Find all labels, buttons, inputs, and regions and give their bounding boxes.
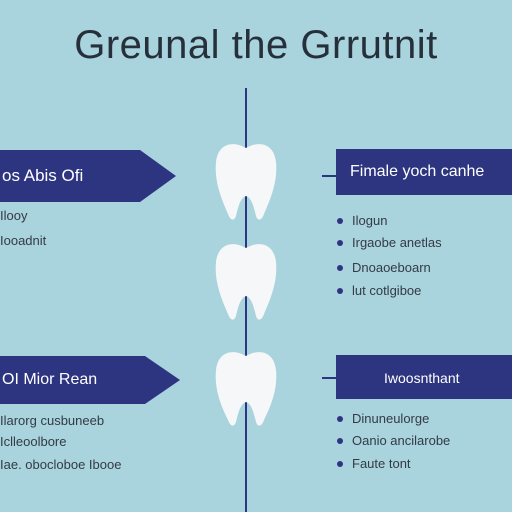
right-top-arrow bbox=[336, 149, 512, 195]
right-bottom-label: Iwoosnthant bbox=[384, 370, 460, 386]
list-item: Dinuneulorge bbox=[352, 411, 430, 426]
list-item: Iclleoolbore bbox=[0, 434, 67, 449]
bullet-marker bbox=[337, 461, 343, 467]
right-top-label: Fimale yoch canhe bbox=[350, 163, 485, 180]
list-item: Iooadnit bbox=[0, 233, 47, 248]
right-bottom-list: Dinuneulorge Oanio ancilarobe Faute tont bbox=[352, 411, 512, 471]
tooth-icon bbox=[215, 244, 277, 320]
bullet-marker bbox=[337, 218, 343, 224]
left-top-list: Ilooy Iooadnit bbox=[0, 206, 200, 256]
list-item: Oanio ancilarobe bbox=[352, 433, 451, 448]
left-top-arrow bbox=[0, 150, 176, 202]
left-top-label: os Abis Ofi bbox=[2, 166, 84, 185]
list-item: Irgaobe anetlas bbox=[352, 235, 442, 250]
list-item: Iae. obocloboe Ibooe bbox=[0, 457, 122, 472]
list-item: Ilogun bbox=[352, 213, 388, 228]
left-bottom-arrow bbox=[0, 356, 180, 404]
bullet-marker bbox=[337, 416, 343, 422]
page-title: Greunal the Grrutnit bbox=[74, 23, 438, 67]
left-bottom-label: OI Mior Rean bbox=[2, 371, 98, 388]
left-bottom-list: Ilarorg cusbuneeb Iclleoolbore Iae. oboc… bbox=[0, 413, 200, 473]
list-item: Ilooy bbox=[0, 208, 28, 223]
tooth-icon bbox=[215, 352, 277, 426]
list-item: Dnoaoeboarn bbox=[352, 260, 431, 275]
list-item: lut cotlgiboe bbox=[352, 283, 422, 298]
list-item: Faute tont bbox=[352, 456, 411, 471]
bullet-marker bbox=[337, 240, 343, 246]
list-item: Ilarorg cusbuneeb bbox=[0, 413, 105, 428]
right-bottom-arrow bbox=[336, 355, 512, 399]
right-top-list: Ilogun Irgaobe anetlas Dnoaoeboarn lut c… bbox=[352, 213, 512, 303]
bullet-marker bbox=[337, 438, 343, 444]
tooth-icon bbox=[215, 144, 277, 220]
bullet-marker bbox=[337, 288, 343, 294]
bullet-marker bbox=[337, 265, 343, 271]
